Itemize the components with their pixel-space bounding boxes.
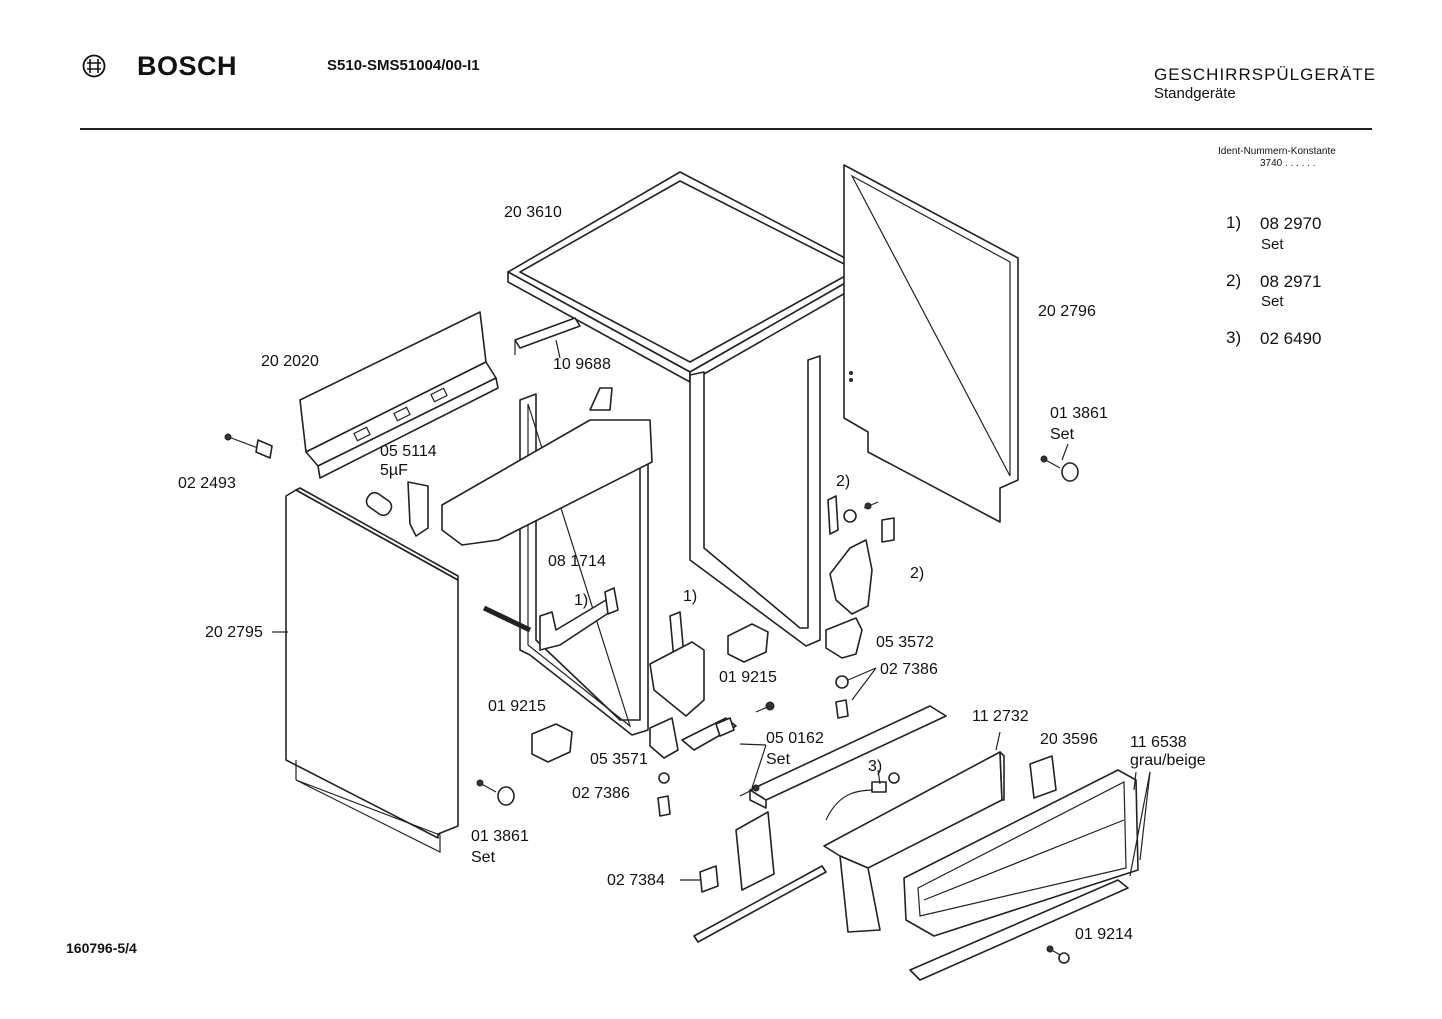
part-label: 20 3610 — [504, 204, 562, 221]
part-label: 20 2796 — [1038, 303, 1096, 320]
trim-strip-part — [909, 879, 1129, 981]
part-label: 05 5114 — [380, 443, 437, 460]
cable-part — [825, 769, 900, 821]
part-label: 1) — [683, 588, 698, 605]
screw-part — [224, 433, 273, 459]
part-label: 10 9688 — [553, 356, 611, 373]
part-label: 05 3572 — [876, 634, 934, 651]
handle-part — [681, 701, 775, 797]
part-label: 05 0162 — [766, 730, 824, 747]
part-label: 2) — [836, 473, 851, 490]
part-label: 05 3571 — [590, 751, 648, 768]
nut-part — [657, 772, 671, 817]
screw-part — [1046, 945, 1070, 964]
header-divider — [80, 128, 1372, 130]
part-label: 11 2732 — [972, 708, 1029, 725]
part-label: 01 3861 — [471, 828, 529, 845]
part-label: grau/beige — [1130, 752, 1206, 769]
part-label: 02 7384 — [607, 872, 665, 889]
footnote-number: 3) — [1226, 328, 1242, 347]
footnote-code: 08 2970 — [1260, 214, 1322, 233]
footnote-code: 08 2971 — [1260, 272, 1322, 291]
base-panel-part — [823, 731, 1005, 933]
part-label: 02 7386 — [880, 661, 938, 678]
part-label: 01 9215 — [488, 698, 546, 715]
part-label: 08 1714 — [548, 553, 606, 570]
part-label: 02 2493 — [178, 475, 236, 492]
clip-part — [604, 587, 705, 717]
footnote-set: Set — [1261, 236, 1284, 253]
cap-screw-part — [1040, 443, 1079, 482]
part-label: 1) — [574, 592, 589, 609]
part-label: 02 7386 — [572, 785, 630, 802]
rear-frame-part — [689, 355, 821, 647]
rod-part — [482, 605, 532, 633]
part-label: 01 9215 — [719, 669, 777, 686]
part-label: Set — [471, 849, 496, 866]
part-label: 20 3596 — [1040, 731, 1098, 748]
model-number: S510-SMS51004/00-I1 — [327, 57, 480, 74]
part-label: Set — [1050, 426, 1075, 443]
nut-part — [835, 667, 877, 719]
part-label: 01 9214 — [1075, 926, 1133, 943]
bracket-part — [514, 317, 581, 359]
hinge-part — [827, 495, 895, 615]
kickplate-part — [903, 769, 1151, 937]
capacitor-part — [365, 481, 429, 537]
worktop-part — [507, 171, 869, 383]
ident-label: Ident-Nummern-Konstante — [1218, 146, 1336, 157]
part-label: 5µF — [380, 462, 408, 479]
ident-value: 3740 . . . . . . — [1260, 158, 1316, 169]
cover-strip-part — [1029, 755, 1057, 799]
part-label: 20 2795 — [205, 624, 263, 641]
left-side-panel-part — [272, 487, 459, 853]
latch-part — [825, 617, 863, 659]
footnote-code: 02 6490 — [1260, 329, 1322, 348]
part-label: 11 6538 — [1130, 734, 1187, 751]
bosch-logo-icon — [82, 54, 106, 78]
footnote-number: 1) — [1226, 213, 1242, 232]
part-label: Set — [766, 751, 791, 768]
category-title: GESCHIRRSPÜLGERÄTE — [1154, 65, 1377, 84]
base-rail-part — [749, 705, 947, 809]
footnote-set: Set — [1261, 293, 1284, 310]
part-label: 3) — [868, 758, 883, 775]
latch-part — [649, 717, 679, 759]
right-side-panel-part — [843, 164, 1019, 523]
drawing-number: 160796-5/4 — [66, 940, 137, 956]
duct-part — [441, 387, 653, 546]
mounting-plate-part — [680, 811, 775, 893]
footnote-number: 2) — [1226, 271, 1242, 290]
part-label: 2) — [910, 565, 925, 582]
part-label: 20 2020 — [261, 353, 319, 370]
part-label: 01 3861 — [1050, 405, 1108, 422]
subcategory-title: Standgeräte — [1154, 85, 1236, 102]
switch-part — [727, 623, 769, 663]
switch-part — [531, 723, 573, 763]
panel-bracket-part — [299, 311, 499, 479]
brand-name: BOSCH — [137, 51, 238, 81]
guide-rail-part — [693, 865, 827, 943]
cap-screw-part — [476, 779, 515, 806]
